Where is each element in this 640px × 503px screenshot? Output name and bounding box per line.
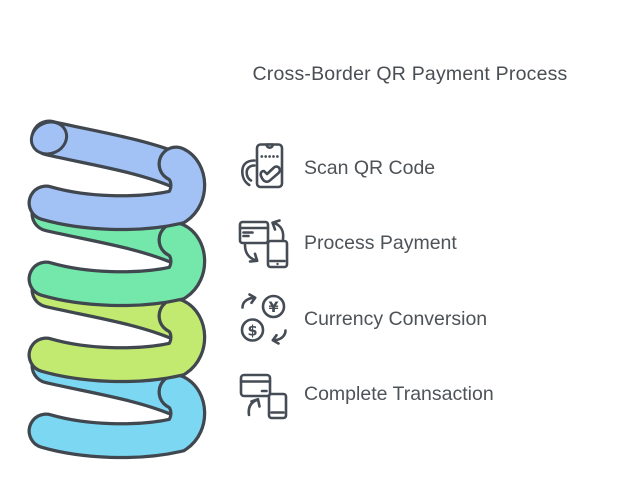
svg-text:$: $ [247,324,257,340]
step-row-scan-qr: Scan QR Code [238,136,435,200]
currency-conversion-icon: ¥ $ [240,293,287,345]
spiral-coil-blue [27,119,207,232]
spiral-spring-illustration [27,119,207,460]
step-label-process-payment: Process Payment [304,231,457,254]
step-row-process-payment: Process Payment [238,211,457,275]
scan-qr-code-icon [241,143,284,189]
step-label-scan-qr: Scan QR Code [304,156,436,179]
page-title: Cross-Border QR Payment Process [252,63,568,85]
process-payment-icon [238,219,289,269]
step-row-complete-transaction: Complete Transaction [238,362,494,426]
step-label-complete-transaction: Complete Transaction [304,382,494,405]
svg-text:¥: ¥ [268,300,278,316]
step-row-currency-conversion: ¥ $ Currency Conversion [238,287,487,351]
complete-transaction-icon [239,373,288,420]
spiral-end-cap [29,120,69,156]
step-label-currency-conversion: Currency Conversion [304,307,488,330]
